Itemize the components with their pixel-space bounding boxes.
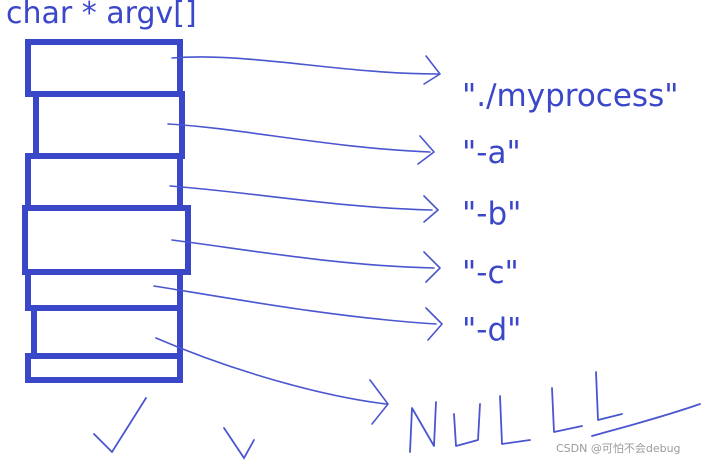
string-d: "-d" [462,312,522,348]
check-marks [93,397,255,460]
arrow-to-b [169,185,439,223]
arrow-to-null [155,337,389,425]
slash-mark-icon [223,427,255,460]
argv-cell-6 [25,353,183,383]
pointer-arrows [153,55,443,425]
argv-cell-3 [22,205,191,275]
arrow-to-a [167,123,435,165]
arrow-to-myprocess [171,55,441,85]
argv-declaration: char * argv[] [6,0,197,31]
argv-cell-4 [25,269,183,311]
argv-cell-2 [25,153,183,211]
argv-array [22,39,191,383]
csdn-watermark: CSDN @可怕不会debug [556,442,681,455]
argv-cell-0 [25,39,183,97]
string-c: "-c" [462,255,519,291]
string-myprocess: "./myprocess" [462,78,679,114]
null-strokes [409,371,701,453]
arrow-to-c [171,239,441,283]
string-a: "-a" [462,135,521,171]
argv-cell-5 [31,305,183,359]
argv-cell-1 [33,91,185,159]
string-b: "-b" [462,196,522,232]
arrow-to-d [153,285,443,341]
check-mark-icon [93,397,147,454]
